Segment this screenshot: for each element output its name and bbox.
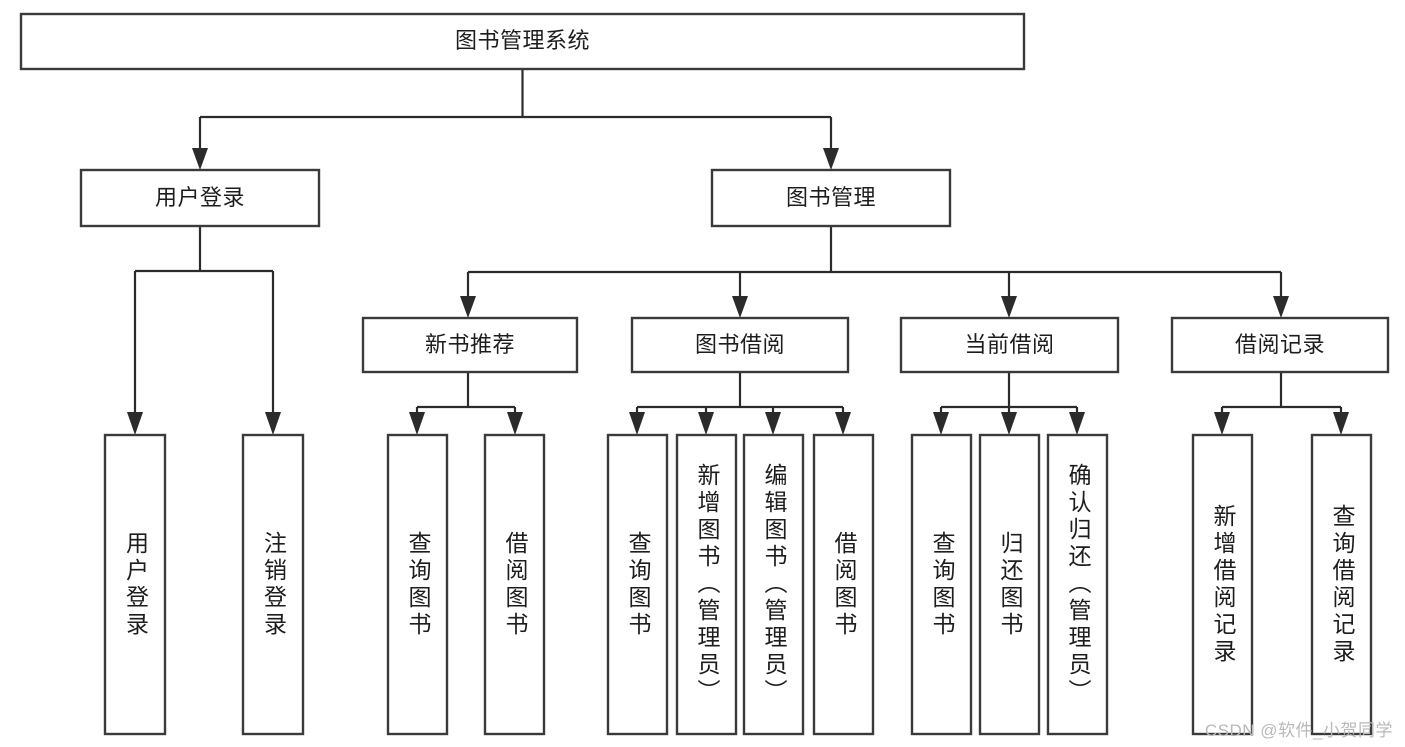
- node-box-leaf-0[interactable]: [103, 433, 167, 736]
- arrow-head-new-book: [460, 296, 476, 318]
- node-box-leaf-3[interactable]: [483, 433, 546, 736]
- arrow-head-leaf-query-book-2: [629, 412, 645, 435]
- arrow-head-borrow-record: [1273, 296, 1289, 318]
- arrow-head-leaf-borrow-book-1: [507, 412, 523, 435]
- arrow-head-book-borrow: [732, 296, 748, 318]
- arrow-head-leaf-query-book-1: [409, 412, 425, 435]
- arrow-head-leaf-add-book: [698, 412, 714, 435]
- arrow-head-leaf-query-book-3: [933, 412, 949, 435]
- arrow-head-leaf-confirm-return: [1069, 412, 1085, 435]
- node-box-new-book-recommend[interactable]: [361, 316, 579, 374]
- connector-group-userlogin-to-leaves: [127, 226, 281, 435]
- connector-group-borrowrecord-to-leaves: [1214, 372, 1349, 435]
- arrow-head-book-manage: [823, 148, 839, 170]
- node-box-leaf-12[interactable]: [1310, 433, 1373, 736]
- arrow-head-leaf-borrow-book-2: [835, 412, 851, 435]
- arrow-head-user-login: [192, 148, 208, 170]
- node-box-leaf-5[interactable]: [675, 433, 738, 736]
- node-box-user-login[interactable]: [79, 168, 321, 228]
- node-box-borrow-record[interactable]: [1170, 316, 1390, 374]
- connector-group-bookborrow-to-leaves: [629, 372, 851, 435]
- arrow-head-leaf-query-record: [1333, 412, 1349, 435]
- node-box-leaf-9[interactable]: [978, 433, 1041, 736]
- connector-group-currentborrow-to-leaves: [933, 372, 1085, 435]
- arrow-head-current-borrow: [1001, 296, 1017, 318]
- node-box-leaf-4[interactable]: [606, 433, 669, 736]
- connector-group-root-to-level2: [192, 69, 839, 170]
- arrow-head-leaf-return-book: [1001, 412, 1017, 435]
- node-box-leaf-10[interactable]: [1046, 433, 1109, 736]
- arrow-head-leaf-add-record: [1214, 412, 1230, 435]
- connector-group-bookmanage-to-level3: [460, 226, 1289, 318]
- node-box-leaf-7[interactable]: [812, 433, 875, 736]
- arrow-head-leaf-logout: [265, 412, 281, 435]
- arrow-head-leaf-user-login: [127, 412, 143, 435]
- node-box-leaf-6[interactable]: [742, 433, 805, 736]
- arrow-head-leaf-edit-book: [765, 412, 781, 435]
- node-box-book-borrow[interactable]: [630, 316, 850, 374]
- node-box-current-borrow[interactable]: [899, 316, 1120, 374]
- node-box-book-manage[interactable]: [710, 168, 952, 228]
- node-box-leaf-2[interactable]: [386, 433, 449, 736]
- connector-group-newbook-to-leaves: [409, 372, 523, 435]
- node-box-leaf-8[interactable]: [910, 433, 973, 736]
- node-box-leaf-11[interactable]: [1191, 433, 1254, 736]
- node-box-leaf-1[interactable]: [241, 433, 305, 736]
- node-box-root[interactable]: [19, 12, 1026, 71]
